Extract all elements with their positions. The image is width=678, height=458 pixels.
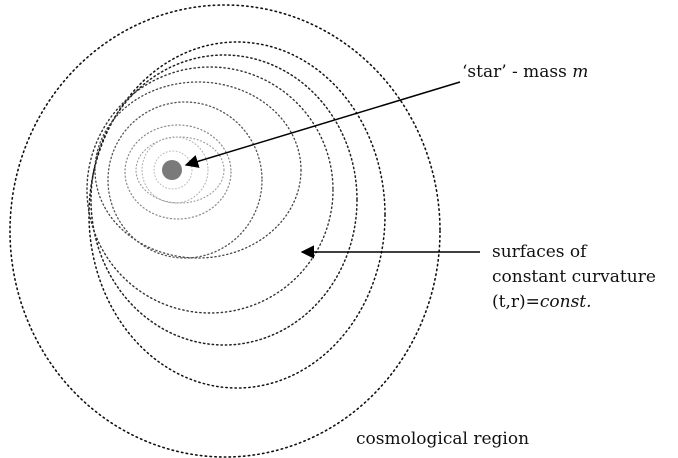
star-label: ‘star’ - mass m (462, 61, 588, 83)
surfaces-const: const. (539, 292, 592, 312)
curvature-surface-5 (94, 81, 302, 259)
star-mass (162, 160, 182, 180)
star-label-text: ‘star’ - mass (462, 62, 573, 82)
curvature-surface-4 (86, 66, 334, 314)
curvature-surface-6 (107, 101, 263, 259)
curvature-surface-3 (90, 54, 358, 346)
curvature-surface-7 (124, 124, 232, 220)
surfaces-coords: (t,r)= (492, 292, 540, 312)
surfaces-label-line1: surfaces of (492, 242, 587, 262)
curvature-surface-2 (88, 41, 386, 389)
surfaces-label: surfaces of constant curvature (t,r)=con… (492, 241, 656, 313)
curvature-surface-10 (153, 150, 193, 190)
surfaces-label-line2: constant curvature (492, 267, 656, 287)
cosmological-region-label: cosmological region (356, 429, 530, 449)
star-mass-symbol: m (572, 62, 589, 82)
surfaces-label-line3: (t,r)=const. (492, 291, 656, 313)
curvature-surface-9 (141, 136, 209, 204)
star-pointer-arrow (184, 81, 461, 168)
curvature-surface-1 (9, 4, 441, 458)
